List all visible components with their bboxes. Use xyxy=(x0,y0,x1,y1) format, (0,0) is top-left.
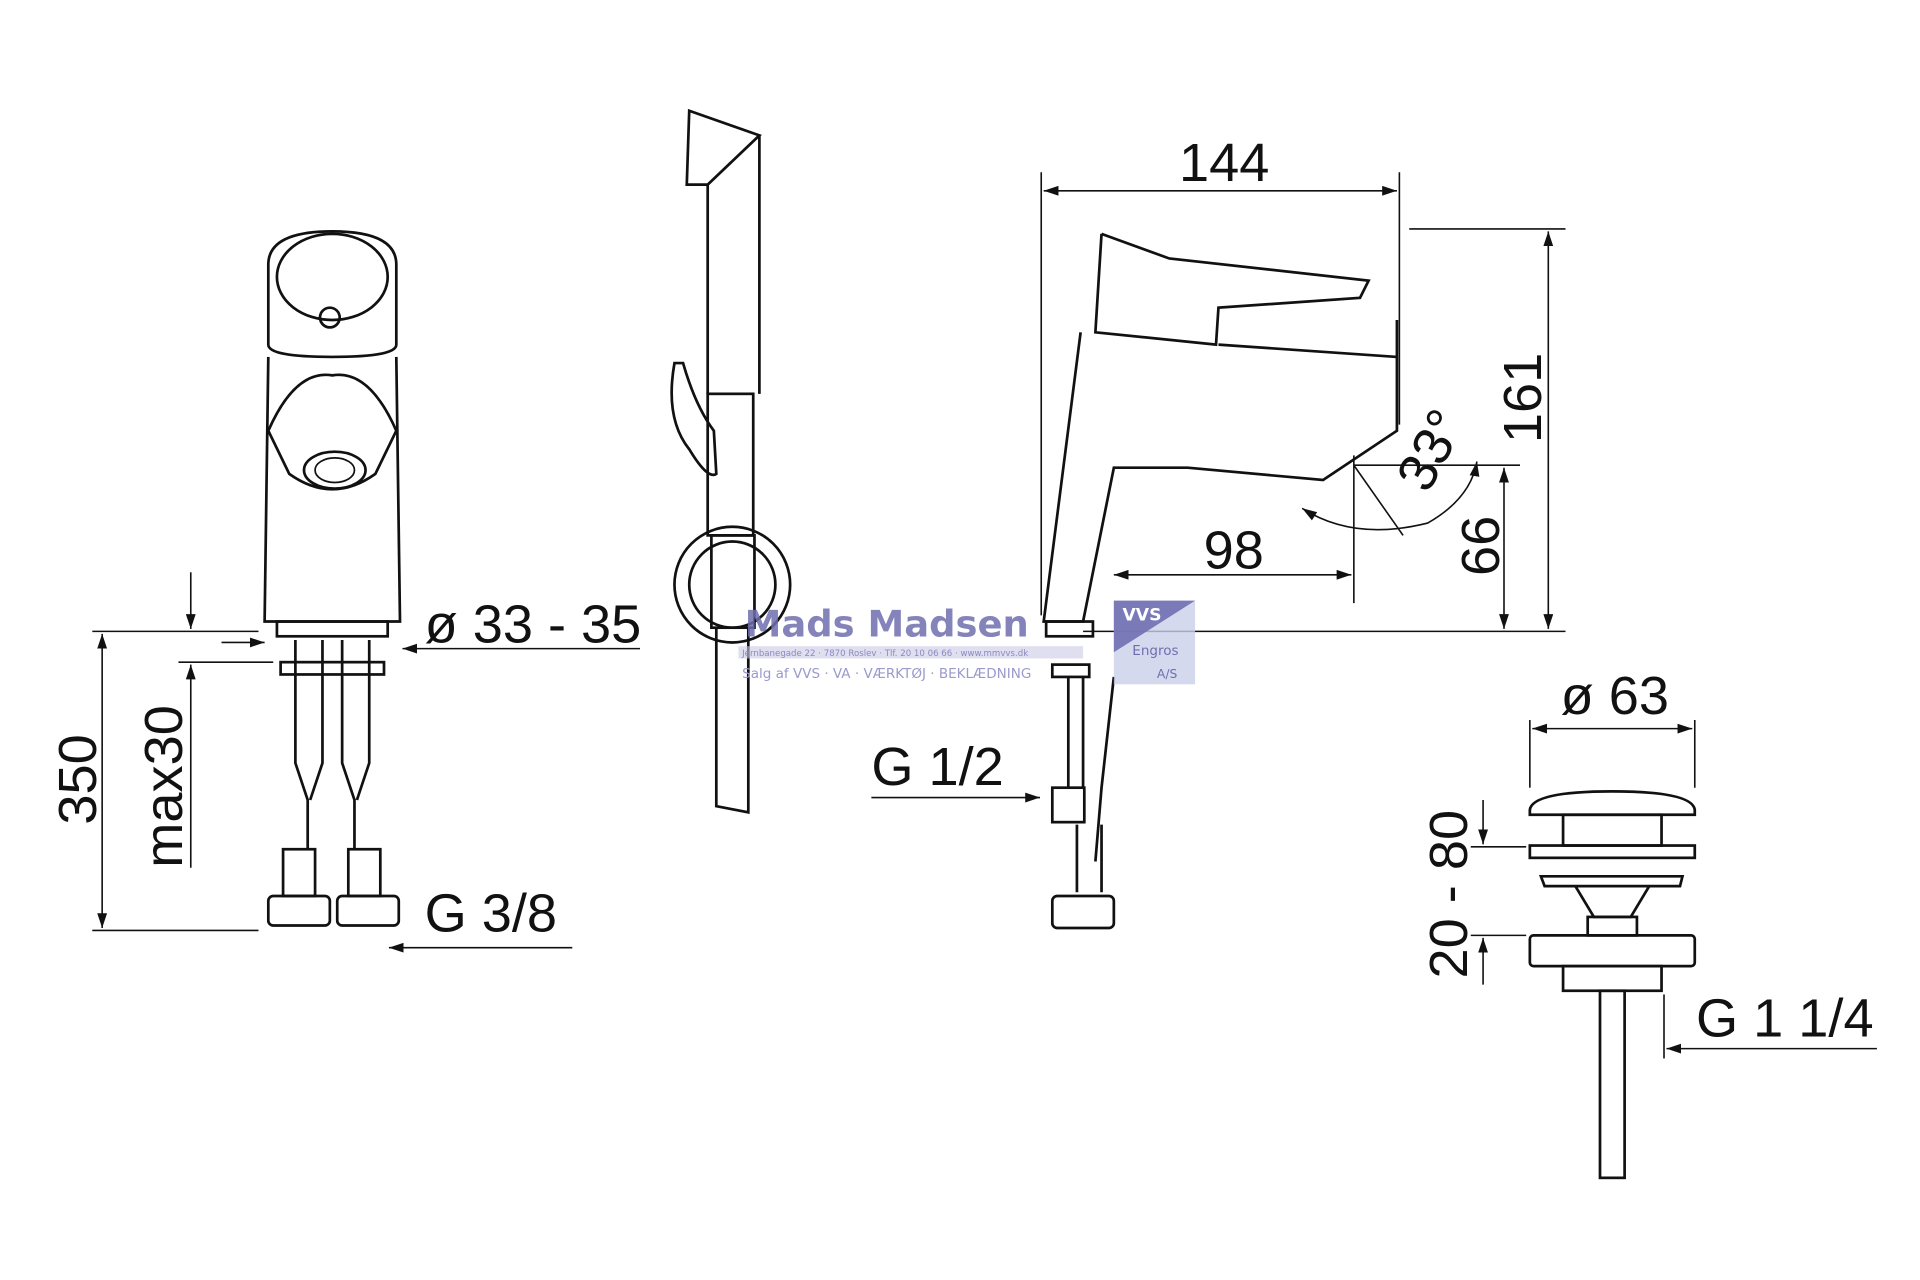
watermark-tagline: Salg af VVS · VA · VÆRKTØJ · BEKLÆDNING xyxy=(742,666,1031,682)
width-label: 144 xyxy=(1179,133,1269,193)
watermark-address: Jernbanegade 22 · 7870 Roslev · Tlf. 20 … xyxy=(741,649,1028,659)
spout-height-label: 66 xyxy=(1451,516,1511,576)
connection-side-label: G 1/2 xyxy=(871,737,1003,797)
waste-thread-label: G 1 1/4 xyxy=(1696,988,1874,1048)
hand-shower xyxy=(670,108,792,814)
front-dimensions xyxy=(92,572,640,953)
watermark-logo: Mads Madsen Jernbanegade 22 · 7870 Rosle… xyxy=(738,600,1196,685)
spout-reach-label: 98 xyxy=(1204,521,1264,581)
connection-left-label: G 3/8 xyxy=(425,884,557,944)
front-view-faucet xyxy=(263,230,402,927)
max-deck-label: max30 xyxy=(134,705,194,868)
drain-valve xyxy=(1528,790,1697,1180)
height-label: 161 xyxy=(1493,353,1553,443)
drain-dimensions xyxy=(1470,720,1877,1059)
waste-diameter-label: ø 63 xyxy=(1561,666,1669,726)
waste-range-label: 20 - 80 xyxy=(1419,810,1479,979)
badge-vvs: VVS xyxy=(1122,605,1161,625)
hose-length-label: 350 xyxy=(48,734,108,824)
badge-engros: Engros xyxy=(1132,643,1178,659)
side-dimensions xyxy=(871,172,1566,803)
side-view-faucet xyxy=(1042,232,1399,930)
badge-as: A/S xyxy=(1157,667,1178,681)
hole-diameter-label: ø 33 - 35 xyxy=(425,594,642,654)
watermark-name: Mads Madsen xyxy=(745,602,1029,645)
